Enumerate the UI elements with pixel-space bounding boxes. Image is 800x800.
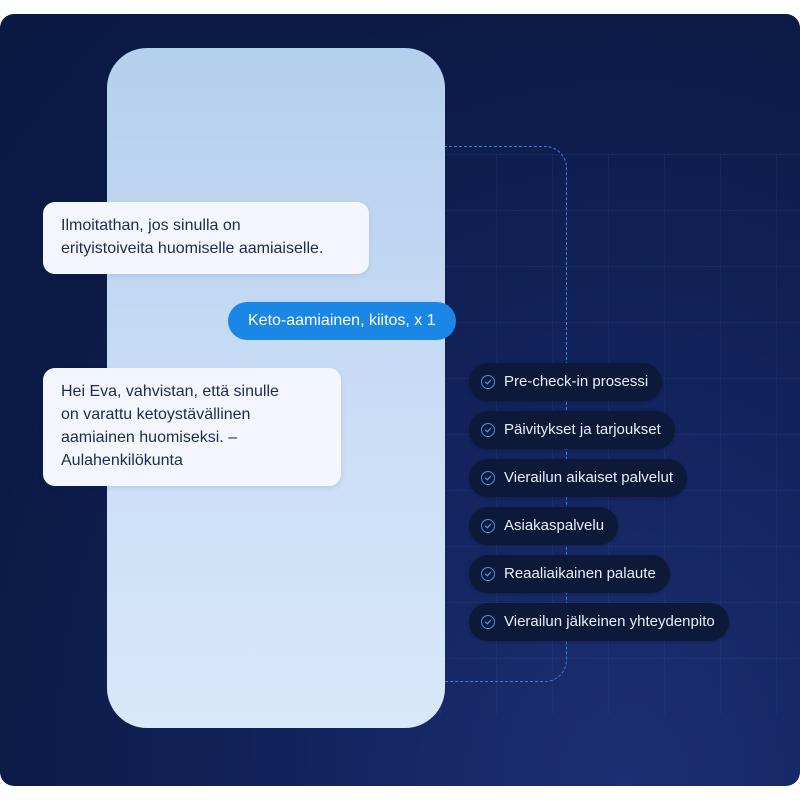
- feature-label: Reaaliaikainen palaute: [504, 565, 656, 582]
- assistant-message-bubble: Ilmoitathan, jos sinulla on erityistoive…: [43, 202, 369, 274]
- check-circle-icon: [481, 519, 495, 533]
- check-circle-icon: [481, 423, 495, 437]
- check-circle-icon: [481, 471, 495, 485]
- feature-label: Asiakaspalvelu: [504, 517, 605, 534]
- feature-pill-pre-check-in: Pre-check-in prosessi: [469, 363, 663, 401]
- feature-pill-customer-service: Asiakaspalvelu: [469, 507, 619, 545]
- feature-pill-updates-offers: Päivitykset ja tarjoukset: [469, 411, 675, 449]
- feature-pill-in-stay-services: Vierailun aikaiset palvelut: [469, 459, 687, 497]
- check-circle-icon: [481, 615, 495, 629]
- feature-label: Vierailun aikaiset palvelut: [504, 469, 673, 486]
- user-reply-bubble: Keto-aamiainen, kiitos, x 1: [228, 302, 456, 340]
- feature-label: Päivitykset ja tarjoukset: [504, 421, 661, 438]
- feature-label: Pre-check-in prosessi: [504, 373, 649, 390]
- hero-card: Ilmoitathan, jos sinulla on erityistoive…: [0, 14, 800, 786]
- check-circle-icon: [481, 375, 495, 389]
- feature-label: Vierailun jälkeinen yhteydenpito: [504, 613, 715, 630]
- assistant-confirmation-bubble: Hei Eva, vahvistan, että sinulle on vara…: [43, 368, 341, 486]
- check-circle-icon: [481, 567, 495, 581]
- feature-pill-post-stay-contact: Vierailun jälkeinen yhteydenpito: [469, 603, 729, 641]
- feature-pill-realtime-feedback: Reaaliaikainen palaute: [469, 555, 670, 593]
